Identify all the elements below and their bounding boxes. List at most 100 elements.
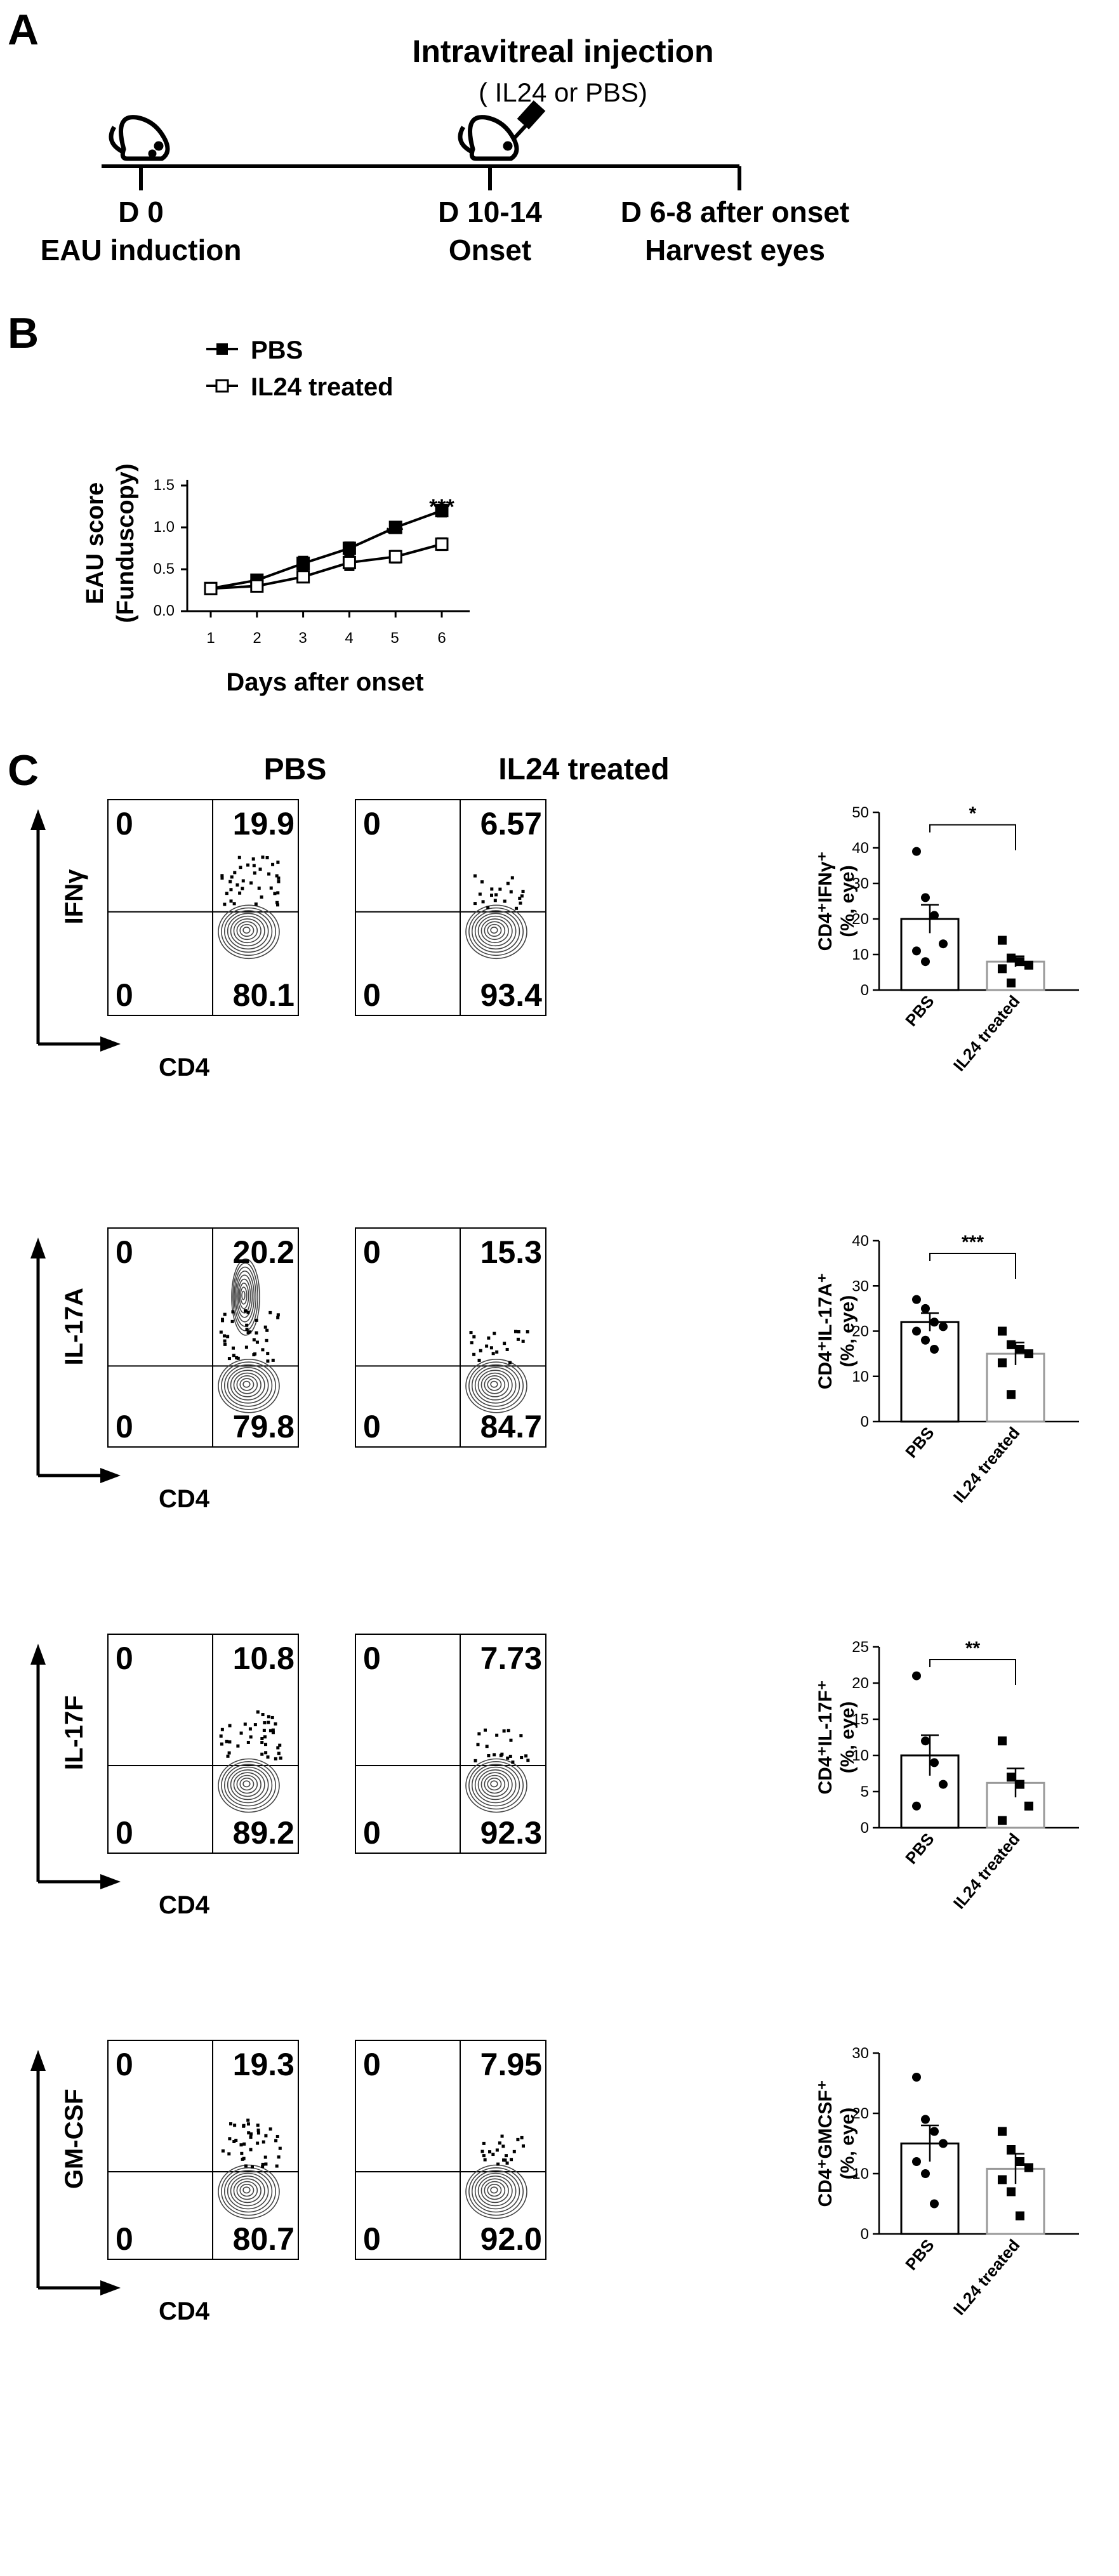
data-point xyxy=(388,550,402,564)
quadrant-value: 79.8 xyxy=(233,1409,295,1444)
arrow-head xyxy=(100,1468,121,1483)
event-dot xyxy=(255,1331,258,1335)
event-dot xyxy=(470,1341,473,1345)
x-tick-label: 2 xyxy=(253,630,261,647)
arrow-head xyxy=(30,1644,46,1665)
event-dot xyxy=(277,880,281,883)
quadrant-value: 92.3 xyxy=(480,1815,542,1851)
bar-y-tick-label: 40 xyxy=(852,1232,869,1250)
event-dot xyxy=(486,906,490,909)
event-dot xyxy=(260,1737,264,1741)
event-dot xyxy=(498,2141,501,2145)
event-dot xyxy=(485,1344,489,1348)
event-dot xyxy=(510,876,514,880)
contour-line xyxy=(236,1274,253,1318)
significance-label: *** xyxy=(962,1232,984,1253)
col-header-pbs: PBS xyxy=(263,753,327,786)
contour-line xyxy=(490,2186,498,2194)
quadrant-value: 89.2 xyxy=(233,1815,295,1851)
data-point xyxy=(1016,2211,1024,2221)
quadrant-value: 7.73 xyxy=(480,1641,542,1676)
contour-line xyxy=(240,1286,248,1305)
data-point xyxy=(998,964,1007,974)
contour-line xyxy=(487,1778,502,1791)
plot-frame xyxy=(355,799,546,1016)
data-point xyxy=(939,1322,948,1331)
plot-frame xyxy=(107,799,299,1016)
contour-line xyxy=(490,1380,498,1388)
contour-line xyxy=(480,918,509,944)
bar-category-label: PBS xyxy=(901,992,937,1030)
event-dot xyxy=(275,2134,279,2138)
panel-c-letter: C xyxy=(8,746,39,795)
quadrant-value: 7.95 xyxy=(480,2047,542,2082)
event-dot xyxy=(516,1337,520,1341)
event-dot xyxy=(267,1715,270,1719)
contour-line xyxy=(474,2172,517,2210)
event-dot xyxy=(233,2124,237,2127)
event-dot xyxy=(258,868,262,871)
cd4-axis-label: CD4 xyxy=(159,1485,210,1513)
event-dot xyxy=(231,1346,235,1350)
event-dot xyxy=(473,902,477,906)
data-point xyxy=(930,1758,939,1767)
cd4-axis-label: CD4 xyxy=(159,1054,210,1081)
quadrant-value: 0 xyxy=(116,1815,133,1851)
event-dot xyxy=(228,1724,232,1727)
event-dot xyxy=(226,1754,230,1758)
timepoint-event-1: Onset xyxy=(449,234,531,267)
contour-line xyxy=(474,913,517,950)
timepoint-day-1: D 10-14 xyxy=(438,195,542,228)
event-dot xyxy=(477,1358,481,1362)
bar-y-axis-title: CD4⁺IFNγ⁺ xyxy=(815,852,836,951)
event-dot xyxy=(245,1323,249,1327)
marker-label: IL-17A xyxy=(60,1288,88,1365)
data-point xyxy=(930,2199,939,2209)
contour-line xyxy=(231,1258,260,1336)
event-dot xyxy=(517,1330,520,1333)
event-dot xyxy=(246,1331,250,1335)
contour-line xyxy=(218,1359,280,1413)
event-dot xyxy=(235,1356,239,1359)
event-dot xyxy=(269,886,273,890)
event-dot xyxy=(276,903,280,907)
data-point xyxy=(1007,953,1016,963)
event-dot xyxy=(508,1361,512,1364)
significance-bracket xyxy=(929,1658,1016,1685)
event-dot xyxy=(231,1310,235,1314)
bar-y-tick-label: 15 xyxy=(852,1711,869,1728)
event-dot xyxy=(260,1741,264,1745)
event-dot xyxy=(491,2153,495,2157)
bar-y-tick-label: 50 xyxy=(852,804,869,821)
quadrant-value: 0 xyxy=(363,977,381,1013)
event-dot xyxy=(490,887,494,891)
contour-line xyxy=(221,1361,277,1410)
event-dot xyxy=(276,1313,280,1317)
event-dot xyxy=(252,864,256,868)
event-dot xyxy=(275,874,279,878)
event-dot xyxy=(239,1731,243,1735)
data-point xyxy=(388,520,402,534)
event-dot xyxy=(262,1728,266,1732)
event-dot xyxy=(236,1744,240,1748)
event-dot xyxy=(271,1731,275,1734)
data-point xyxy=(939,2139,948,2148)
contour-line xyxy=(242,2186,251,2194)
significance-bracket xyxy=(929,824,1016,850)
quadrant-value: 6.57 xyxy=(480,806,542,842)
x-tick-label: 3 xyxy=(298,630,307,647)
event-dot xyxy=(247,2131,251,2135)
event-dot xyxy=(220,874,224,878)
event-dot xyxy=(230,875,234,879)
event-dot xyxy=(519,901,522,905)
event-dot xyxy=(483,2158,487,2162)
bar-y-tick-label: 0 xyxy=(861,982,869,999)
event-dot xyxy=(515,906,519,910)
event-dot xyxy=(264,1751,268,1755)
event-dot xyxy=(482,2141,486,2145)
contour-line xyxy=(484,1774,506,1794)
contour-line xyxy=(242,927,251,934)
quadrant-value: 84.7 xyxy=(480,1409,542,1444)
event-dot xyxy=(261,1713,265,1717)
